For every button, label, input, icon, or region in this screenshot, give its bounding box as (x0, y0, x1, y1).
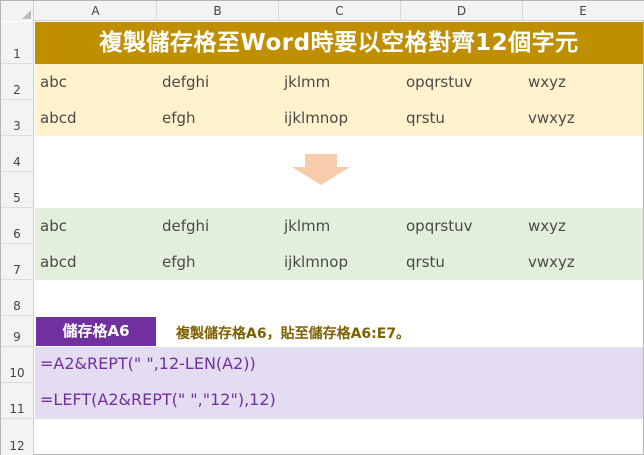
row-header-9[interactable]: 9 (1, 316, 34, 347)
formula-rept[interactable]: =A2&REPT(" ",12-LEN(A2)) (40, 354, 256, 373)
cell-b2[interactable]: defghi (162, 73, 210, 91)
source-data-range (35, 64, 643, 136)
cell-b7[interactable]: efgh (162, 253, 196, 271)
cell-d2[interactable]: opqrstuv (406, 73, 473, 91)
row-header-6[interactable]: 6 (1, 208, 34, 244)
row-header-1[interactable]: 1 (1, 22, 34, 64)
column-header-c[interactable]: C (279, 1, 401, 21)
cell-a7[interactable]: abcd (40, 253, 77, 271)
cell-b3[interactable]: efgh (162, 109, 196, 127)
row-header-4[interactable]: 4 (1, 136, 34, 172)
cell-a6[interactable]: abc (40, 217, 67, 235)
row-header-12[interactable]: 12 (1, 419, 34, 455)
cell-c3[interactable]: ijklmnop (284, 109, 349, 127)
row-header-5[interactable]: 5 (1, 172, 34, 208)
cell-c7[interactable]: ijklmnop (284, 253, 349, 271)
column-header-a[interactable]: A (35, 1, 157, 21)
cell-d3[interactable]: qrstu (406, 109, 445, 127)
cell-d7[interactable]: qrstu (406, 253, 445, 271)
down-arrow-icon (292, 154, 350, 185)
row-header-10[interactable]: 10 (1, 347, 34, 383)
row-header-8[interactable]: 8 (1, 280, 34, 316)
row-header-7[interactable]: 7 (1, 244, 34, 280)
result-data-range (35, 208, 643, 280)
cell-e6[interactable]: wxyz (528, 217, 566, 235)
cell-e2[interactable]: wxyz (528, 73, 566, 91)
column-header-e[interactable]: E (579, 4, 587, 18)
select-all-corner[interactable] (1, 1, 34, 21)
row-header-3[interactable]: 3 (1, 100, 34, 136)
cell-a2[interactable]: abc (40, 73, 67, 91)
formula-left-rept[interactable]: =LEFT(A2&REPT(" ","12"),12) (40, 390, 276, 409)
row-header-11[interactable]: 11 (1, 383, 34, 419)
cell-c2[interactable]: jklmm (284, 73, 331, 91)
cell-e7[interactable]: vwxyz (528, 253, 575, 271)
instruction-text[interactable]: 複製儲存格A6，貼至儲存格A6:E7。 (176, 326, 411, 342)
cell-d6[interactable]: opqrstuv (406, 217, 473, 235)
cell-b6[interactable]: defghi (162, 217, 210, 235)
formula-range (35, 347, 643, 419)
column-header-bar: A B C D E (1, 1, 644, 21)
cell-c6[interactable]: jklmm (284, 217, 331, 235)
title-banner[interactable]: 複製儲存格至Word時要以空格對齊12個字元 (35, 22, 643, 64)
cell-a3[interactable]: abcd (40, 109, 77, 127)
cell-a6-tag[interactable]: 儲存格A6 (36, 317, 156, 346)
row-header-2[interactable]: 2 (1, 64, 34, 100)
column-header-b[interactable]: B (157, 1, 279, 21)
column-header-d[interactable]: D (401, 1, 523, 21)
cell-e3[interactable]: vwxyz (528, 109, 575, 127)
